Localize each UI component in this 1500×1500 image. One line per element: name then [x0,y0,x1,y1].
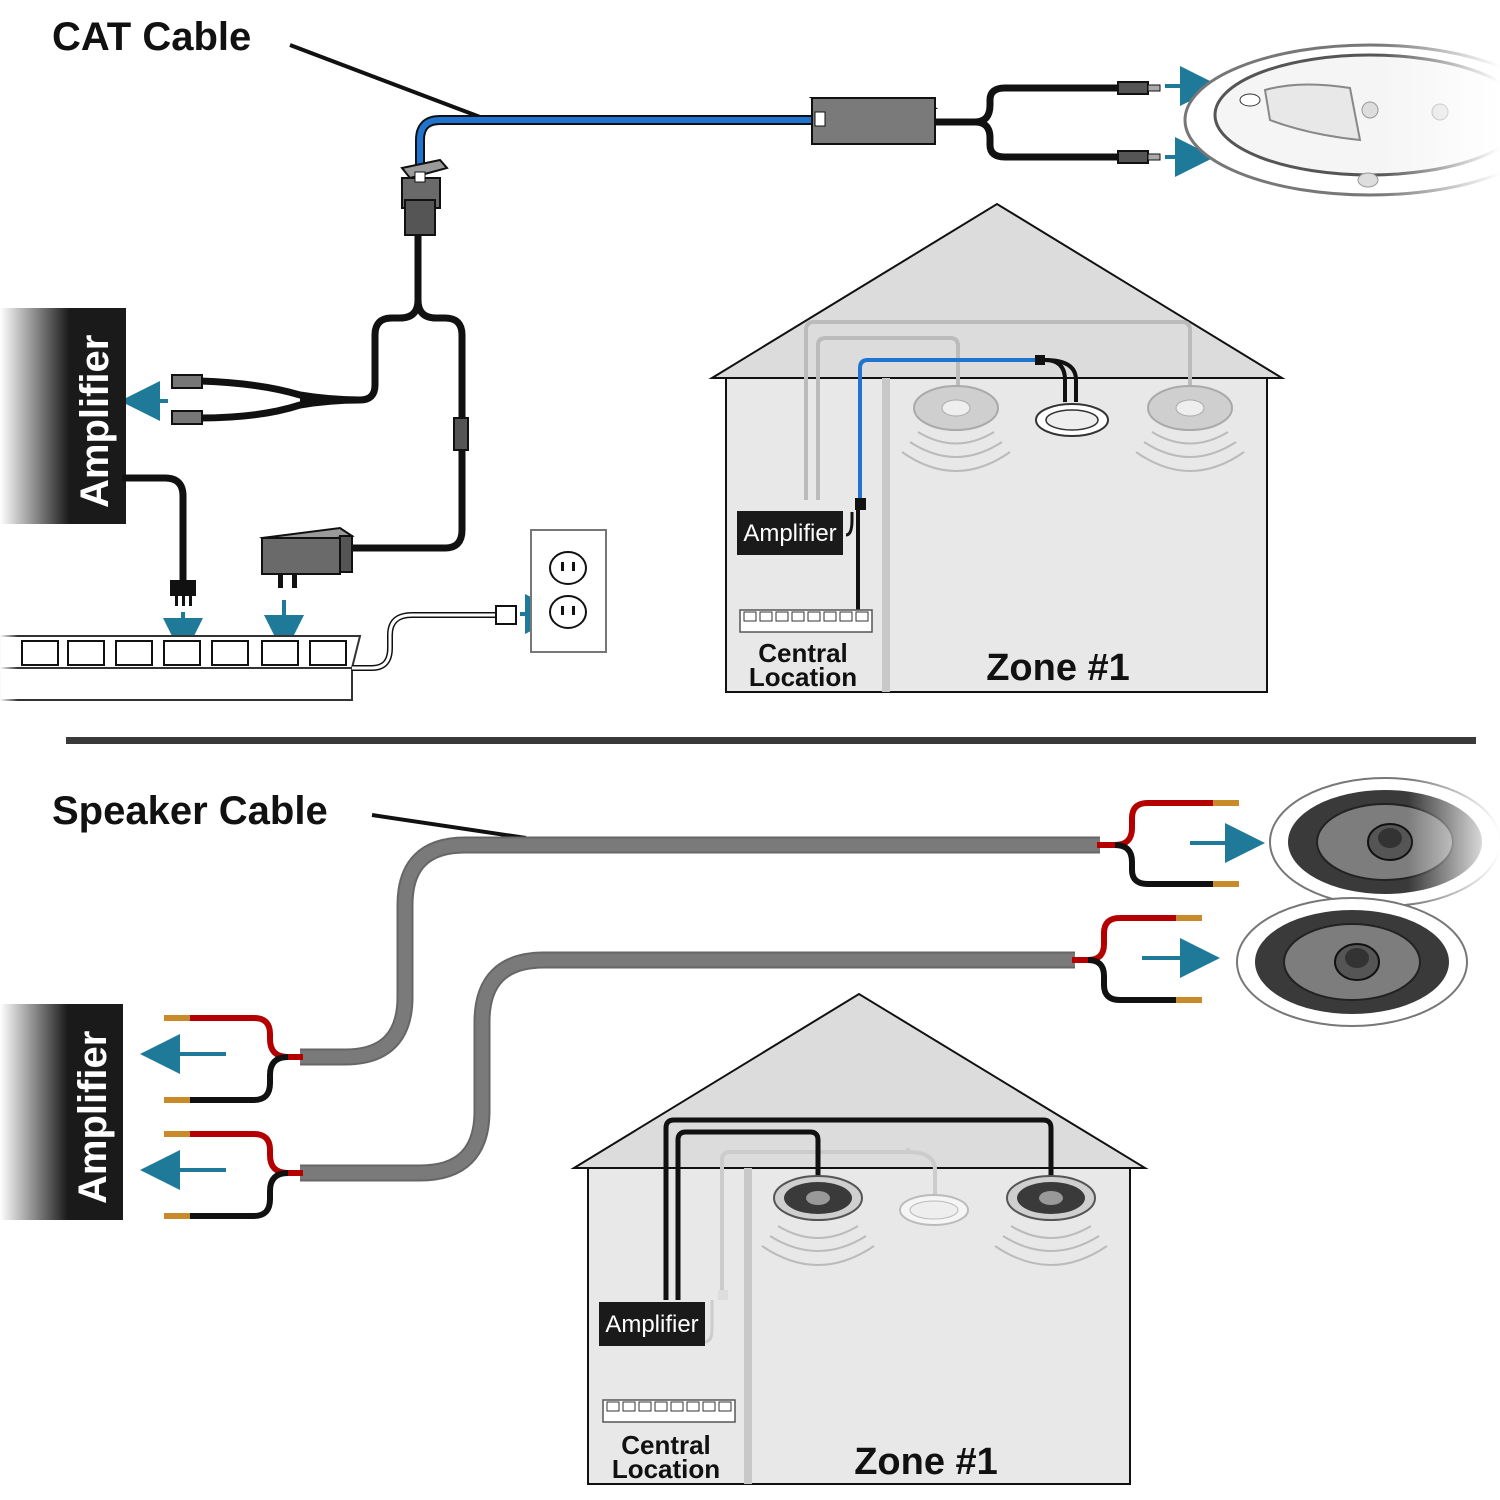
power-strip-icon [0,605,517,705]
wire-red [1097,800,1215,848]
central-location-line2: Location [749,662,857,692]
cat-cable-pointer [289,43,489,122]
in-ceiling-speaker-lower-icon [1236,897,1468,1027]
speaker-cable-label: Speaker Cable [52,789,328,833]
cat-cable-outline [415,115,815,172]
amplifier-box-label: Amplifier [605,1311,698,1338]
amplifier-box [737,511,843,555]
section-divider [66,737,1476,744]
amp-power-cord [122,474,187,585]
speaker-cable-2 [300,953,1075,1180]
speaker-cable-1-outline [300,836,1100,1066]
in-ceiling-speaker-upper-icon [1269,770,1500,920]
mini-power-strip-icon [739,609,873,633]
amplifier-box-label: Amplifier [743,520,836,547]
amplifier-side-block: Amplifier [0,308,126,524]
balun-box-right [808,97,939,145]
amplifier-side-block-bottom: Amplifier [0,1004,123,1220]
mini-power-strip-icon [602,1399,736,1423]
amplifier-box [599,1302,705,1346]
amplifier-side-label: Amplifier [73,335,117,508]
zone-label: Zone #1 [854,1441,998,1483]
power-adapter-icon [259,526,355,588]
cat-cable-label: CAT Cable [52,15,251,59]
power-plug-icon [170,580,196,596]
wire-black [1114,842,1215,887]
top-panel: CAT Cable [0,15,1500,705]
bare-wire-tip [1213,800,1239,806]
cable-ferrite [453,417,469,451]
amplifier-side-label: Amplifier [71,1031,115,1204]
jack-plug-lower [1117,150,1149,164]
rca-plug-upper [171,374,203,389]
audio-lead-lower [974,118,1125,161]
central-location-line1: Central [621,1430,711,1460]
speaker-cable-1 [300,838,1100,1064]
balun-box-left [400,158,449,236]
wall-outlet-icon [530,529,607,653]
audio-lead-upper [935,84,1125,126]
house-zone-bottom: Amplifier Central Location Zone #1 [570,992,1149,1485]
speaker-cable-pointer [371,813,527,840]
house-zone-top: Amplifier Central Location Zone #1 [708,202,1286,693]
bottom-panel: Speaker Cable [0,770,1500,1485]
cat-cable [417,117,815,172]
ceiling-speaker-icon [1183,30,1500,210]
central-location-line2: Location [612,1454,720,1484]
rca-lead-upper [300,235,422,404]
central-location-line1: Central [758,638,848,668]
rca-plug-lower [171,410,203,425]
power-lead [350,299,466,552]
jack-plug-upper [1117,81,1149,95]
zone-label: Zone #1 [986,647,1130,689]
cat-cable-house [858,358,1035,500]
